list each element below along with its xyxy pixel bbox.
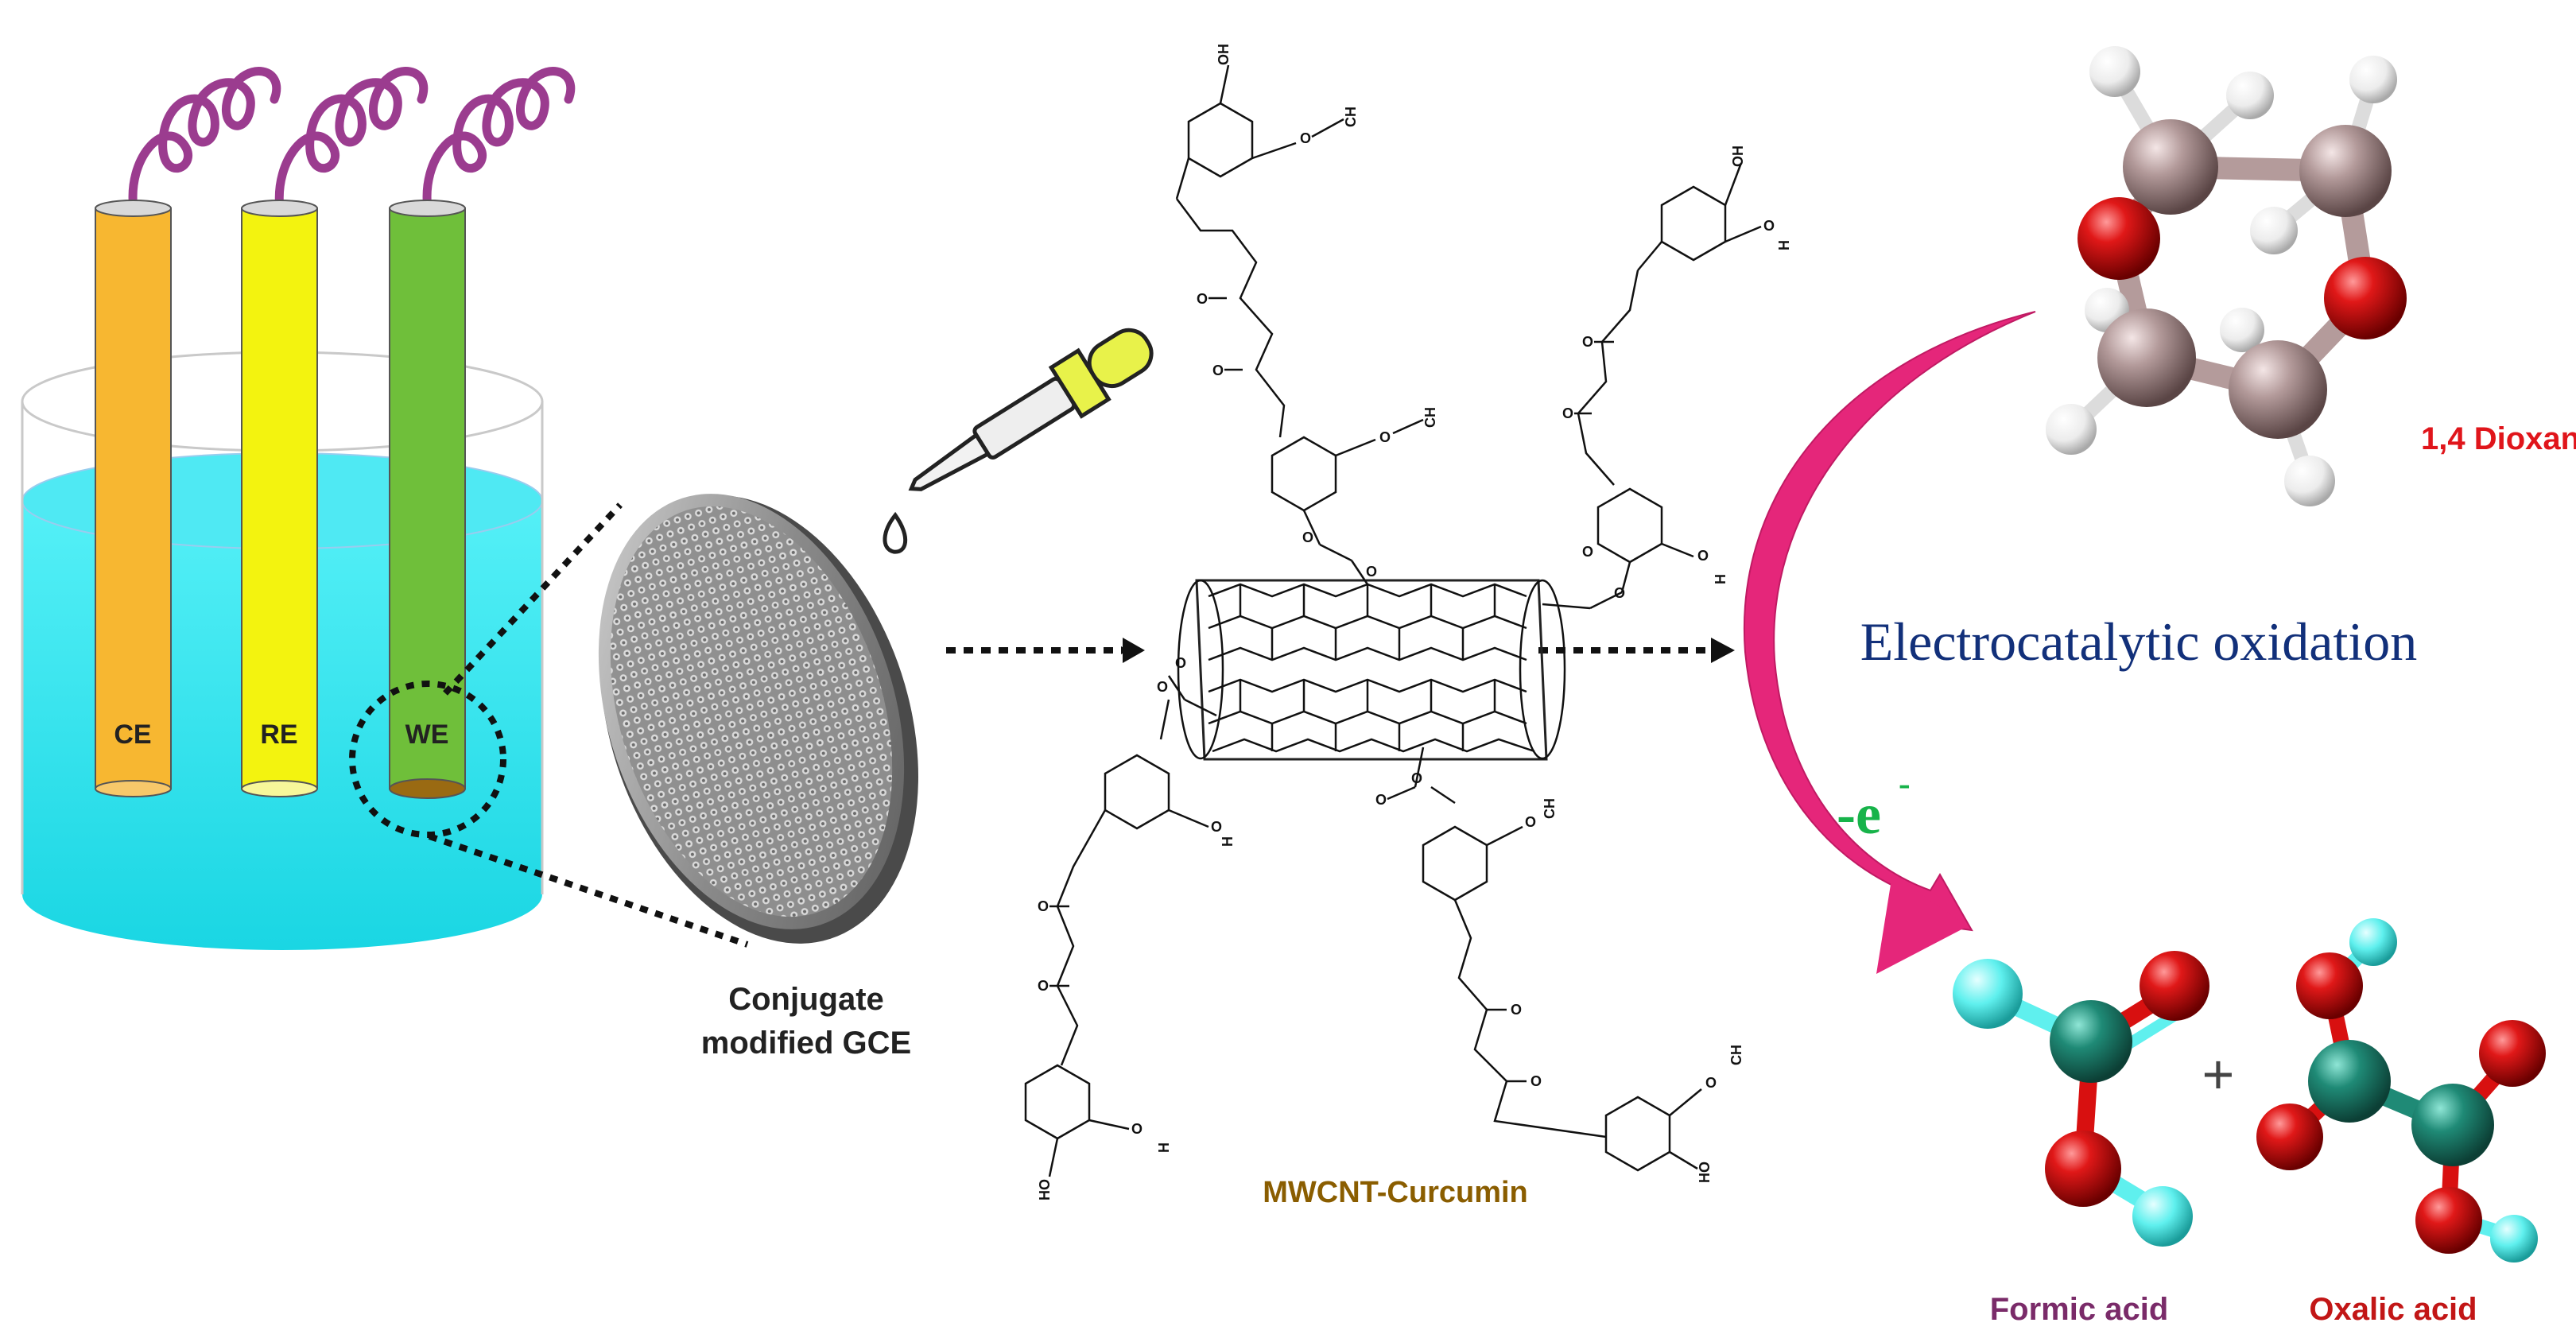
dropper-icon [908,328,1154,491]
svg-text:O: O [1697,548,1709,564]
svg-text:O: O [1197,291,1208,307]
svg-text:O: O [1300,130,1311,146]
electron-label: -e - [1837,764,1911,846]
svg-text:H: H [1713,574,1728,584]
svg-text:O: O [1511,1002,1522,1018]
reaction-arrow [1743,311,2036,974]
svg-text:O: O [1366,564,1377,580]
drop-icon [883,511,908,554]
svg-text:-e: -e [1837,782,1881,846]
svg-text:O: O [1131,1121,1143,1137]
svg-text:O: O [1582,544,1593,560]
coil-wires [128,67,576,213]
zoom-callout [349,502,749,948]
gce-label-line2: modified GCE [701,1026,911,1061]
svg-text:O: O [1302,529,1313,545]
modified-gce-disk [598,494,918,944]
svg-text:CH: CH [1422,407,1438,428]
formic-acid-molecule [1953,951,2209,1247]
svg-text:HO: HO [1037,1179,1053,1200]
svg-text:O: O [1375,792,1387,808]
process-label: Electrocatalytic oxidation [1860,611,2418,672]
svg-text:OH: OH [1216,44,1232,65]
curcumin-chain-bottom [1387,747,1702,1172]
curcumin-chain-right [1542,162,1762,610]
reference-electrode [241,200,318,797]
svg-text:H: H [1156,1142,1172,1153]
oxalic-acid-label: Oxalic acid [2309,1292,2477,1327]
counter-electrode-label: CE [114,719,151,750]
carbon-nanotube [1177,579,1566,761]
reference-electrode-label: RE [260,719,297,750]
arrow-head-1 [1123,638,1145,663]
svg-text:O: O [1525,814,1536,830]
svg-text:CH: CH [1728,1045,1744,1065]
arrow-head-2 [1711,638,1735,663]
formic-acid-label: Formic acid [1990,1292,2169,1327]
svg-text:HO: HO [1697,1162,1713,1183]
svg-text:O: O [1763,218,1775,234]
svg-text:O: O [1211,819,1222,835]
svg-text:O: O [1038,978,1049,994]
svg-text:O: O [1582,334,1593,350]
svg-text:O: O [1175,655,1186,671]
conjugate-label: MWCNT-Curcumin [1263,1176,1528,1209]
mwcnt-curcumin-structure [1024,64,1762,1177]
svg-text:CH: CH [1542,798,1558,819]
structure-atom-labels: OH O CH O O O CH O O OH O H O O O H O O … [1037,44,1792,1200]
working-electrode-label: WE [405,719,449,750]
curcumin-chain-top [1175,64,1424,585]
svg-text:CH: CH [1343,107,1359,127]
svg-text:O: O [1411,770,1422,786]
svg-text:O: O [1212,363,1224,378]
working-electrode [389,200,466,799]
svg-text:OH: OH [1730,145,1746,167]
curcumin-chain-left [1024,675,1217,1177]
oxalic-acid-molecule [2256,918,2546,1262]
svg-text:H: H [1220,836,1236,847]
working-electrode-tip [389,778,466,799]
svg-text:O: O [1379,429,1391,445]
dioxane-label: 1,4 Dioxane [2421,421,2576,456]
svg-text:O: O [1562,405,1573,421]
plus-sign: + [2202,1043,2235,1105]
svg-text:O: O [1614,585,1625,601]
svg-text:H: H [1776,240,1792,250]
svg-text:O: O [1038,898,1049,914]
svg-text:-: - [1899,764,1911,803]
svg-text:O: O [1530,1073,1542,1089]
svg-text:O: O [1157,679,1168,695]
gce-label-line1: Conjugate [728,982,884,1017]
svg-text:O: O [1705,1075,1717,1091]
dioxane-molecule [2046,46,2407,506]
counter-electrode [95,200,172,797]
